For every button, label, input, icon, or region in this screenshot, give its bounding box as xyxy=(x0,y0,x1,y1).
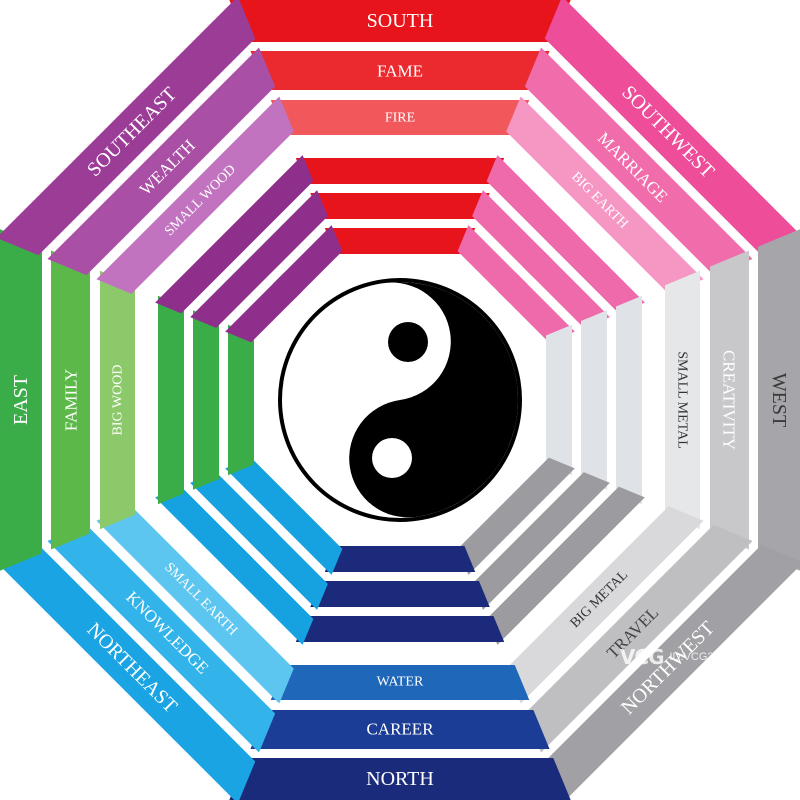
north-trigram-line-3-left xyxy=(324,546,408,572)
southeast-outer-band xyxy=(0,0,256,256)
watermark-id: ID:VCG211233040065 xyxy=(669,651,781,663)
west-element-label: SMALL METAL xyxy=(675,351,690,449)
south-aspiration-label: FAME xyxy=(377,62,423,81)
northwest-inner-band xyxy=(506,506,704,704)
north-outer-band xyxy=(229,758,571,800)
south-trigram-line-2-right xyxy=(310,193,408,219)
east-inner-band xyxy=(100,270,135,530)
east-element-label: BIG WOOD xyxy=(111,365,126,436)
west-trigram-line-1-right xyxy=(616,295,642,408)
northwest-trigram-line-2 xyxy=(472,472,610,610)
west-outer-band xyxy=(758,229,800,571)
southwest-inner-band xyxy=(506,96,704,294)
west-trigram-line-3 xyxy=(546,324,572,476)
north-aspiration-label: CAREER xyxy=(366,720,434,739)
northeast-trigram-line-1-left xyxy=(155,486,253,577)
north-element-label: WATER xyxy=(377,675,424,690)
west-aspiration-label: CREATIVITY xyxy=(720,350,739,450)
east-trigram-line-3-right xyxy=(228,392,254,476)
east-middle-band xyxy=(51,250,90,550)
south-trigram-line-1 xyxy=(295,158,505,184)
northeast-trigram-line-3 xyxy=(225,457,343,575)
west-inner-band xyxy=(665,270,700,530)
northeast-outer-band xyxy=(0,544,256,800)
north-trigram-line-1-right xyxy=(392,616,505,642)
west-trigram-line-2 xyxy=(581,310,607,490)
south-outer-band xyxy=(229,0,571,42)
south-direction-label: SOUTH xyxy=(367,10,434,32)
southeast-middle-band xyxy=(47,47,276,276)
east-aspiration-label: FAMILY xyxy=(62,369,81,431)
northwest-trigram-line-3 xyxy=(457,457,575,575)
southeast-trigram-line-1 xyxy=(155,155,314,314)
yin-yang-light-dot xyxy=(372,438,412,478)
southwest-trigram-line-1-right xyxy=(486,155,577,253)
watermark-logo: VCG xyxy=(619,645,665,669)
southwest-trigram-line-1-left xyxy=(547,223,645,314)
west-middle-band xyxy=(710,250,749,550)
watermark: VCG ID:VCG211233040065 xyxy=(620,640,780,674)
south-inner-band xyxy=(270,100,530,135)
northeast-trigram-line-2-left xyxy=(190,472,278,553)
southeast-trigram-line-2 xyxy=(190,190,328,328)
southwest-outer-band xyxy=(544,0,800,256)
east-trigram-line-2-left xyxy=(193,310,219,408)
yin-yang-symbol xyxy=(278,278,522,522)
south-middle-band xyxy=(250,51,550,90)
trigram-symbols xyxy=(155,155,645,645)
west-direction-label: WEST xyxy=(768,373,790,427)
north-direction-label: NORTH xyxy=(366,768,434,790)
southwest-middle-band xyxy=(524,47,753,276)
northeast-trigram-line-2-right xyxy=(247,522,328,610)
east-direction-label: EAST xyxy=(10,375,32,425)
northwest-middle-band xyxy=(524,524,753,753)
south-element-label: FIRE xyxy=(385,111,415,126)
east-trigram-line-3-left xyxy=(228,324,254,408)
east-trigram-line-2-right xyxy=(193,392,219,490)
northeast-middle-band xyxy=(47,524,276,753)
north-trigram-line-2 xyxy=(310,581,490,607)
north-trigram-line-3-right xyxy=(392,546,476,572)
yin-yang-dark-dot xyxy=(388,322,428,362)
north-trigram-line-1-left xyxy=(295,616,408,642)
south-trigram-line-3 xyxy=(324,228,476,254)
east-outer-band xyxy=(0,229,42,571)
southwest-trigram-line-3-right xyxy=(457,225,528,303)
northwest-outer-band xyxy=(544,544,800,800)
northwest-trigram-line-1 xyxy=(486,486,645,645)
west-trigram-line-1-left xyxy=(616,392,642,505)
northeast-inner-band xyxy=(96,506,294,704)
southwest-trigram-line-2-left xyxy=(522,247,610,328)
northeast-trigram-line-1-right xyxy=(223,547,314,645)
southeast-trigram-line-3-right xyxy=(225,272,303,343)
south-trigram-line-2-left xyxy=(392,193,490,219)
east-trigram-line-1 xyxy=(158,295,184,505)
north-inner-band xyxy=(270,665,530,700)
southeast-inner-band xyxy=(96,96,294,294)
southwest-trigram-line-2-right xyxy=(472,190,553,278)
north-middle-band xyxy=(250,710,550,749)
